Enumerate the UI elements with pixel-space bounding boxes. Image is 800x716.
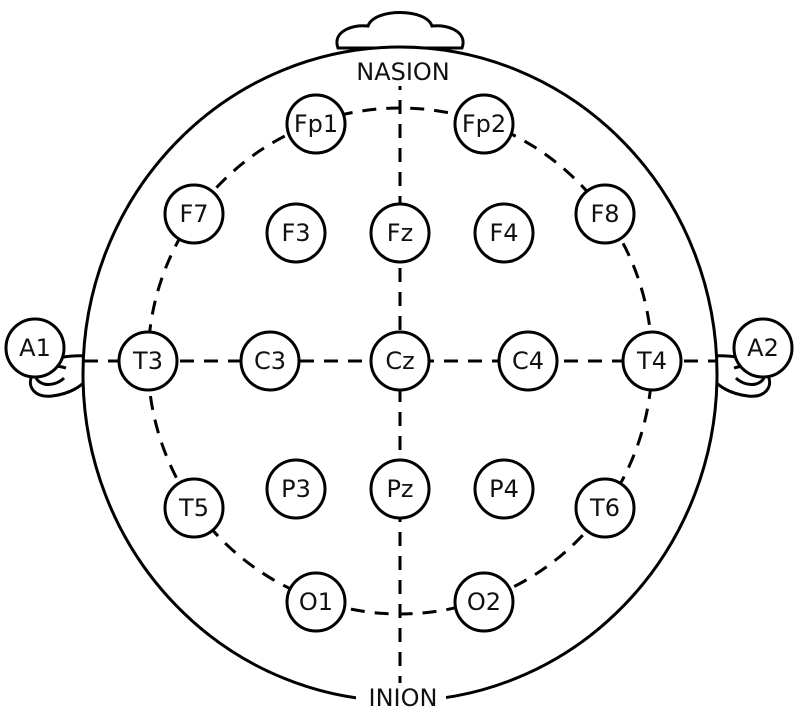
- electrode-fp1: Fp1: [285, 93, 347, 155]
- electrode-f8: F8: [574, 183, 636, 245]
- electrode-p4: P4: [473, 458, 535, 520]
- electrode-fp2: Fp2: [453, 93, 515, 155]
- nasion-label: NASION: [356, 58, 450, 86]
- electrode-t6: T6: [574, 477, 636, 539]
- electrode-t3: T3: [117, 330, 179, 392]
- electrode-cz: Cz: [369, 330, 431, 392]
- svg-text:T5: T5: [178, 494, 209, 522]
- svg-text:F8: F8: [590, 200, 619, 228]
- svg-text:F3: F3: [281, 219, 310, 247]
- svg-text:Fz: Fz: [387, 219, 413, 247]
- svg-text:C3: C3: [254, 347, 286, 375]
- svg-text:T6: T6: [589, 494, 620, 522]
- svg-text:O1: O1: [299, 588, 333, 616]
- electrode-o2: O2: [453, 571, 515, 633]
- svg-text:A1: A1: [19, 334, 51, 362]
- inion-label: INION: [369, 684, 438, 712]
- electrode-f7: F7: [163, 183, 225, 245]
- svg-text:Pz: Pz: [386, 475, 413, 503]
- svg-text:F4: F4: [489, 219, 518, 247]
- electrode-fz: Fz: [369, 202, 431, 264]
- electrode-pz: Pz: [369, 458, 431, 520]
- svg-text:F7: F7: [179, 200, 208, 228]
- electrode-a1: A1: [4, 317, 66, 379]
- svg-text:A2: A2: [747, 334, 779, 362]
- svg-text:P4: P4: [489, 475, 519, 503]
- electrode-c3: C3: [239, 330, 301, 392]
- electrode-o1: O1: [285, 571, 347, 633]
- nose: [335, 11, 465, 50]
- electrode-a2: A2: [732, 317, 794, 379]
- svg-text:O2: O2: [467, 588, 501, 616]
- svg-text:Cz: Cz: [385, 347, 414, 375]
- electrode-c4: C4: [497, 330, 559, 392]
- svg-text:T3: T3: [132, 347, 163, 375]
- electrode-f3: F3: [265, 202, 327, 264]
- svg-text:T4: T4: [636, 347, 667, 375]
- svg-text:P3: P3: [281, 475, 311, 503]
- svg-text:C4: C4: [512, 347, 544, 375]
- electrode-p3: P3: [265, 458, 327, 520]
- electrode-f4: F4: [473, 202, 535, 264]
- electrode-t5: T5: [163, 477, 225, 539]
- svg-text:Fp1: Fp1: [294, 110, 338, 138]
- svg-text:Fp2: Fp2: [462, 110, 506, 138]
- electrode-t4: T4: [621, 330, 683, 392]
